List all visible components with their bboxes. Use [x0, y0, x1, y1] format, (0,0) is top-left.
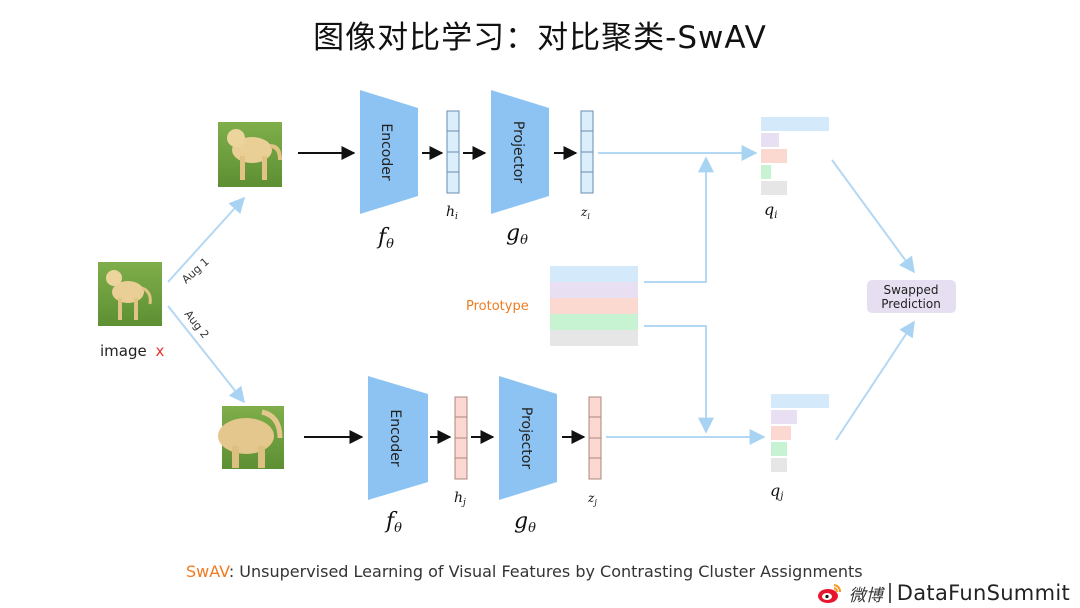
bottom-q-label: qj — [770, 481, 783, 502]
top-q-label: qi — [764, 200, 777, 221]
aug2-arrow — [167, 305, 245, 404]
bottom-h-sub: j — [461, 498, 466, 508]
top-projector-fn-letter: g — [506, 221, 520, 246]
top-encoder-label: Encoder — [378, 123, 394, 180]
swapped-line2: Prediction — [881, 297, 941, 311]
swapped-prediction-box — [867, 280, 956, 313]
bottom-projector-fn: gθ — [514, 509, 536, 536]
top-encoder-fn-sub: θ — [386, 237, 394, 252]
bottom-encoder-label: Encoder — [387, 409, 403, 466]
top-projector-fn-sub: θ — [520, 233, 528, 248]
footer: 微博 DataFunSummit — [817, 580, 1070, 606]
swapped-line1: Swapped — [883, 283, 938, 297]
top-projector-fn: gθ — [506, 221, 528, 248]
bottom-encoder-block — [368, 376, 428, 500]
bottom-z-letter: z — [587, 491, 595, 505]
aug1-arrow — [167, 196, 246, 283]
bottom-q-letter: q — [770, 481, 780, 500]
top-q-bars — [761, 117, 829, 195]
top-q-sub: i — [774, 210, 777, 221]
caption: SwAV: Unsupervised Learning of Visual Fe… — [186, 562, 863, 581]
aug1-image — [218, 122, 282, 187]
top-encoder-fn: fθ — [376, 225, 394, 252]
footer-weibo: 微博 — [848, 585, 883, 606]
top-h-sub: i — [455, 212, 458, 222]
input-label-text: image — [100, 342, 147, 360]
prototype-label: Prototype — [466, 299, 529, 314]
top-q-letter: q — [764, 200, 774, 219]
aug2-label: Aug 2 — [182, 308, 212, 341]
input-image — [98, 262, 162, 326]
bottom-h-label: hj — [454, 490, 466, 508]
top-z-label: zi — [580, 205, 590, 221]
page-title: 图像对比学习：对比聚类-SwAV — [313, 20, 767, 56]
bottom-h-letter: h — [454, 490, 463, 506]
bottom-projector-label: Projector — [518, 407, 534, 469]
top-z-vector — [580, 110, 594, 194]
top-h-letter: h — [446, 204, 455, 220]
bottom-z-label: zj — [587, 491, 597, 507]
top-q-to-swapped-arrow — [831, 159, 915, 274]
aug1-label: Aug 1 — [179, 255, 211, 286]
caption-text: : Unsupervised Learning of Visual Featur… — [228, 562, 863, 581]
bottom-projector-fn-letter: g — [514, 509, 528, 534]
bottom-q-bars — [771, 394, 829, 472]
bottom-q-sub: j — [778, 491, 783, 502]
top-z-letter: z — [580, 205, 588, 219]
bottom-h-vector — [454, 396, 468, 480]
top-h-vector — [446, 110, 460, 194]
top-h-label: hi — [446, 204, 458, 222]
bottom-q-to-swapped-arrow — [835, 320, 915, 441]
footer-brand: DataFunSummit — [896, 581, 1070, 605]
prototype-to-top-arrow — [644, 156, 714, 283]
top-encoder-block — [360, 90, 418, 214]
weibo-logo-icon — [817, 584, 841, 603]
bottom-z-sub: j — [592, 498, 597, 507]
prototype-matrix — [550, 266, 638, 346]
prototype-to-bottom-arrow — [644, 325, 714, 434]
bottom-z-vector — [588, 396, 602, 480]
input-var: x — [156, 342, 165, 360]
aug2-image — [218, 406, 284, 469]
bottom-projector-fn-sub: θ — [528, 521, 536, 536]
top-z-sub: i — [587, 212, 590, 221]
bottom-encoder-fn: fθ — [384, 509, 402, 536]
top-projector-label: Projector — [510, 121, 526, 183]
input-label: image x — [100, 342, 165, 360]
bottom-encoder-fn-sub: θ — [394, 521, 402, 536]
caption-swav: SwAV — [186, 562, 229, 581]
footer-divider — [888, 583, 891, 603]
bottom-projector-block — [499, 376, 557, 500]
top-projector-block — [491, 90, 549, 214]
